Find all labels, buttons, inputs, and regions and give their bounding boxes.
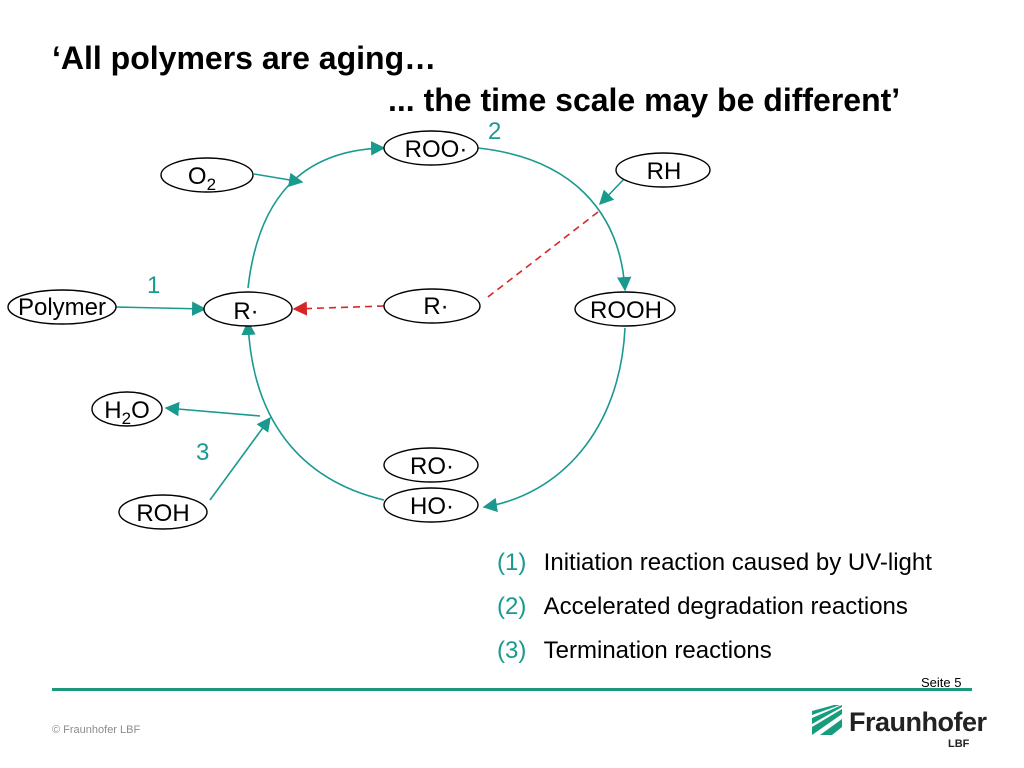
node-roh: ROH: [118, 494, 208, 530]
arc-ro-to-r: [241, 320, 385, 501]
node-polymer-label: Polymer: [18, 294, 106, 321]
legend-text-2: Accelerated degradation reactions: [543, 593, 908, 620]
node-roo-label: ROO·: [405, 136, 468, 163]
fraunhofer-logo-name: Fraunhofer: [849, 707, 987, 737]
title-line-2: ... the time scale may be different’: [388, 82, 901, 118]
dashed-inner-r-to-r: [292, 301, 385, 316]
node-o2-o: O: [188, 163, 207, 190]
arrow-rh-to-cycle: [599, 177, 626, 206]
legend-num-2: (2): [497, 593, 527, 620]
node-roh-label: ROH: [136, 500, 189, 527]
node-h2o: H2O: [91, 391, 163, 428]
arrow-cycle-to-h2o: [164, 401, 261, 417]
node-ro: RO·: [383, 447, 479, 483]
node-h2o-o: O: [131, 397, 150, 424]
node-r-radical: R·: [203, 291, 293, 327]
node-r-radical-inner: R·: [383, 288, 481, 324]
node-ho-label: HO·: [410, 493, 454, 520]
step-label-2: 2: [488, 118, 501, 145]
node-rh-label: RH: [647, 158, 682, 185]
node-roo: ROO·: [383, 130, 479, 166]
dashed-rh-to-inner-r: [483, 211, 599, 301]
arc-r-to-roo: [247, 141, 386, 289]
node-h2o-label: H2O: [104, 397, 149, 428]
node-o2-label: O2: [188, 163, 216, 194]
node-r-radical-inner-label: R·: [423, 293, 448, 320]
arc-roo-to-rooh: [477, 147, 632, 292]
node-o2: O2: [160, 157, 254, 194]
fraunhofer-logo-sub: LBF: [948, 738, 970, 750]
arc-rooh-to-ho: [482, 327, 626, 513]
title-line-1: ‘All polymers are aging…: [52, 40, 437, 76]
reaction-legend: (1) Initiation reaction caused by UV-lig…: [497, 548, 997, 680]
node-r-radical-label: R·: [233, 298, 258, 325]
footer-rule: [52, 688, 972, 691]
legend-item-2: (2) Accelerated degradation reactions: [497, 592, 997, 636]
arrow-o2-to-cycle: [253, 172, 304, 187]
page-number: Seite 5: [921, 675, 962, 690]
node-ho: HO·: [383, 487, 479, 523]
node-rh: RH: [615, 152, 711, 188]
fraunhofer-logo: Fraunhofer LBF: [812, 705, 987, 755]
node-h2o-h: H: [104, 397, 121, 424]
node-ro-label: RO·: [410, 453, 454, 480]
legend-item-3: (3) Termination reactions: [497, 636, 997, 680]
node-polymer: Polymer: [7, 289, 117, 325]
copyright-text: © Fraunhofer LBF: [52, 724, 141, 736]
legend-num-1: (1): [497, 549, 527, 576]
node-h2o-subscript: 2: [122, 409, 131, 428]
fraunhofer-logo-icon: [812, 705, 842, 735]
legend-text-1: Initiation reaction caused by UV-light: [543, 549, 932, 576]
node-rooh: ROOH: [574, 291, 676, 327]
step-label-3: 3: [196, 439, 209, 466]
step-label-1: 1: [147, 272, 160, 299]
node-o2-subscript: 2: [207, 175, 216, 194]
arrow-polymer-to-r: [115, 301, 207, 316]
legend-item-1: (1) Initiation reaction caused by UV-lig…: [497, 548, 997, 592]
legend-num-3: (3): [497, 637, 527, 664]
node-rooh-label: ROOH: [590, 297, 662, 324]
arrow-roh-to-cycle: [209, 416, 271, 501]
legend-text-3: Termination reactions: [543, 637, 772, 664]
